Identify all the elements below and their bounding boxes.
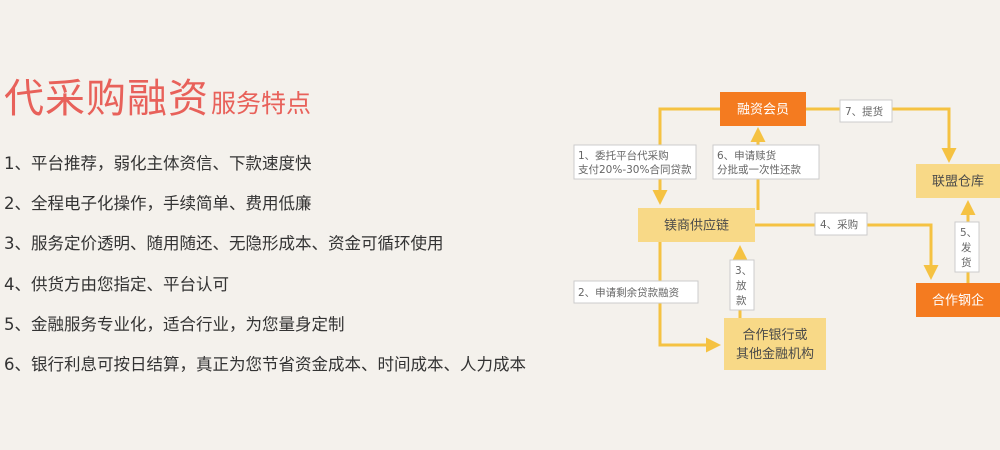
node-warehouse: 联盟仓库: [916, 164, 1000, 198]
page-title: 代采购融资服务特点: [4, 66, 311, 124]
feature-item-1: 1、平台推荐，弱化主体资信、下款速度快: [4, 154, 312, 173]
node-steel-company: 合作钢企: [916, 283, 1000, 317]
label-deliver: 5、 发 货: [954, 221, 980, 273]
label-apply-financing: 2、申请剩余贷款融资: [573, 280, 699, 304]
svg-text:款: 款: [736, 294, 747, 307]
label-redeem: 6、申请赎货 分批或一次性还款: [712, 144, 820, 180]
feature-item-4: 4、供货方由您指定、平台认可: [4, 275, 229, 294]
arrow-apply-financing: [658, 242, 721, 353]
feature-item-3: 3、服务定价透明、随用随还、无隐形成本、资金可循环使用: [4, 234, 444, 253]
svg-text:镁商供应链: 镁商供应链: [664, 218, 729, 234]
svg-text:7、提货: 7、提货: [845, 105, 883, 118]
node-member: 融资会员: [720, 92, 806, 126]
svg-text:1、委托平台代采购: 1、委托平台代采购: [578, 149, 669, 162]
svg-text:货: 货: [961, 256, 972, 269]
svg-text:合作银行或: 合作银行或: [742, 328, 807, 343]
svg-text:发: 发: [961, 241, 972, 254]
label-entrust-purchase: 1、委托平台代采购 支付20%-30%合同贷款: [573, 144, 697, 180]
node-supply-chain: 镁商供应链: [638, 208, 755, 242]
svg-text:分批或一次性还款: 分批或一次性还款: [717, 163, 801, 176]
svg-text:联盟仓库: 联盟仓库: [932, 174, 984, 190]
svg-text:合作钢企: 合作钢企: [932, 293, 984, 309]
label-purchase: 4、采购: [814, 212, 868, 236]
svg-text:融资会员: 融资会员: [737, 103, 789, 118]
title-sub: 服务特点: [211, 89, 312, 118]
feature-item-2: 2、全程电子化操作，手续简单、费用低廉: [4, 194, 312, 213]
arrow-purchase: [755, 223, 939, 280]
svg-text:其他金融机构: 其他金融机构: [736, 346, 814, 362]
label-pickup: 7、提货: [839, 99, 893, 123]
svg-text:4、采购: 4、采购: [820, 218, 858, 231]
label-loan: 3、 放 款: [729, 259, 755, 311]
svg-text:6、申请赎货: 6、申请赎货: [717, 149, 776, 162]
node-bank: 合作银行或 其他金融机构: [724, 318, 826, 370]
feature-item-6: 6、银行利息可按日结算，真正为您节省资金成本、时间成本、人力成本: [4, 355, 526, 374]
feature-item-5: 5、金融服务专业化，适合行业，为您量身定制: [4, 315, 345, 334]
svg-text:2、申请剩余贷款融资: 2、申请剩余贷款融资: [578, 286, 679, 299]
svg-text:5、: 5、: [960, 227, 977, 239]
svg-text:放: 放: [736, 279, 747, 292]
svg-text:3、: 3、: [735, 265, 752, 277]
title-main: 代采购融资: [4, 76, 209, 122]
svg-text:支付20%-30%合同贷款: 支付20%-30%合同贷款: [578, 163, 692, 176]
